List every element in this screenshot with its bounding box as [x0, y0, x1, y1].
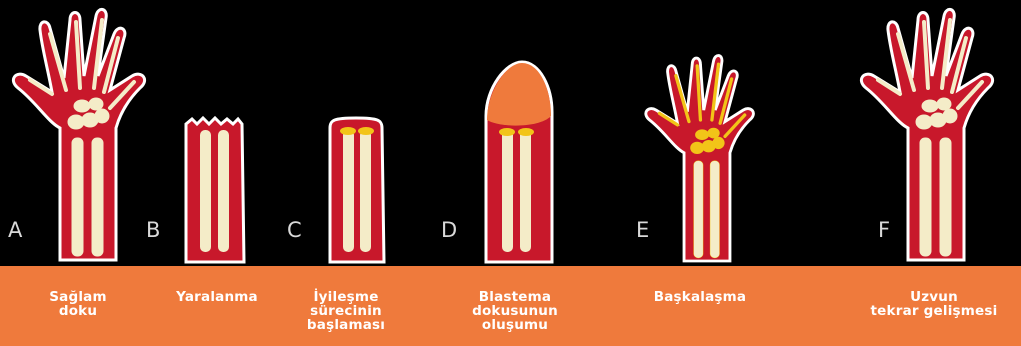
caption-stage-e: Başkalaşma: [630, 290, 770, 304]
stage-letter-b: B: [146, 218, 160, 242]
caption-stage-b: Yaralanma: [152, 290, 282, 304]
limb-stage-b: [186, 118, 244, 262]
limb-stage-c: [330, 118, 384, 262]
limb-stage-e: [646, 56, 754, 261]
caption-stage-f: Uzvun tekrar gelişmesi: [848, 290, 1020, 318]
stage-letter-d: D: [441, 218, 457, 242]
stage-letter-f: F: [878, 218, 890, 242]
stage-letter-c: C: [287, 218, 302, 242]
stage-letter-e: E: [636, 218, 649, 242]
limb-stage-a: [13, 9, 144, 260]
caption-stage-c: İyileşme sürecinin başlaması: [294, 290, 398, 332]
caption-stage-d: Blastema dokusunun oluşumu: [455, 290, 575, 332]
stage-letter-a: A: [8, 218, 22, 242]
caption-stage-a: Sağlam doku: [38, 290, 118, 318]
limb-stage-d: [486, 62, 552, 262]
